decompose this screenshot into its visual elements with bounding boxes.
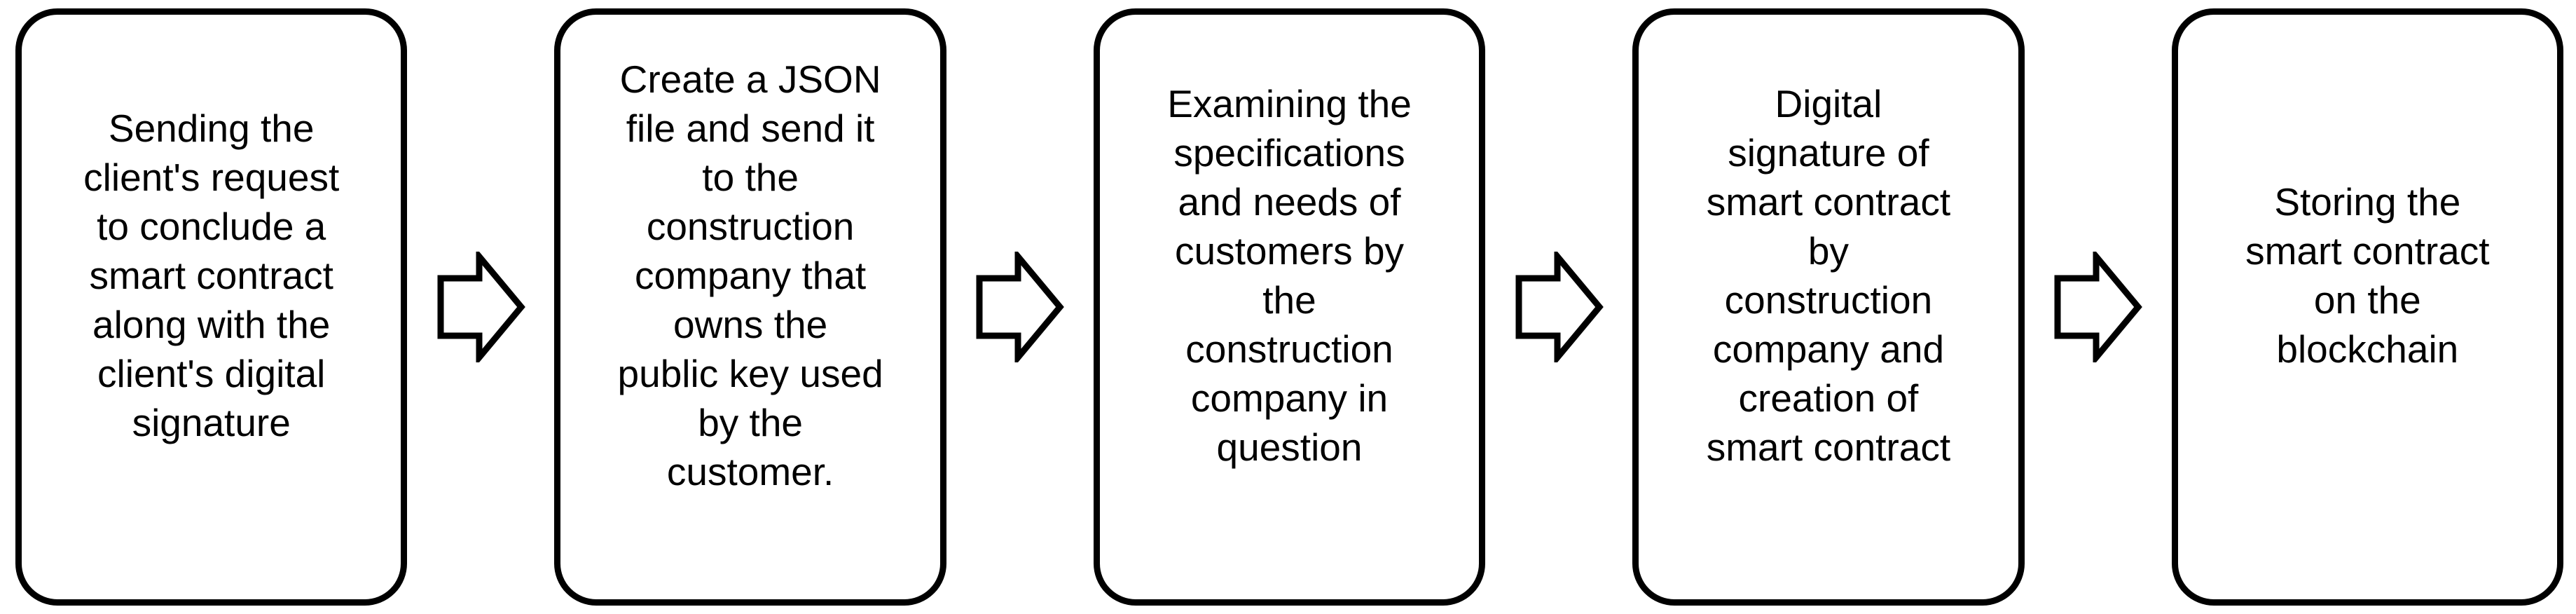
right-arrow-icon xyxy=(976,252,1065,362)
connector-3 xyxy=(1485,8,1632,606)
right-arrow-icon xyxy=(437,252,525,362)
right-arrow-icon xyxy=(2054,252,2142,362)
flow-step-3: Examining the specifications and needs o… xyxy=(1093,8,1486,606)
flow-step-1-label: Sending the client's request to conclude… xyxy=(83,107,340,444)
flow-step-2-label: Create a JSON file and send it to the co… xyxy=(617,57,883,493)
connector-2 xyxy=(946,8,1094,606)
flow-step-5: Storing the smart contract on the blockc… xyxy=(2171,8,2564,606)
flow-step-4: Digital signature of smart contract by c… xyxy=(1632,8,2025,606)
connector-1 xyxy=(407,8,554,606)
flow-step-1: Sending the client's request to conclude… xyxy=(15,8,408,606)
flow-step-5-label: Storing the smart contract on the blockc… xyxy=(2245,180,2490,371)
flow-step-3-label: Examining the specifications and needs o… xyxy=(1167,82,1412,469)
flow-step-4-label: Digital signature of smart contract by c… xyxy=(1706,82,1951,469)
connector-4 xyxy=(2025,8,2172,606)
right-arrow-icon xyxy=(1515,252,1604,362)
flow-step-2: Create a JSON file and send it to the co… xyxy=(554,8,946,606)
